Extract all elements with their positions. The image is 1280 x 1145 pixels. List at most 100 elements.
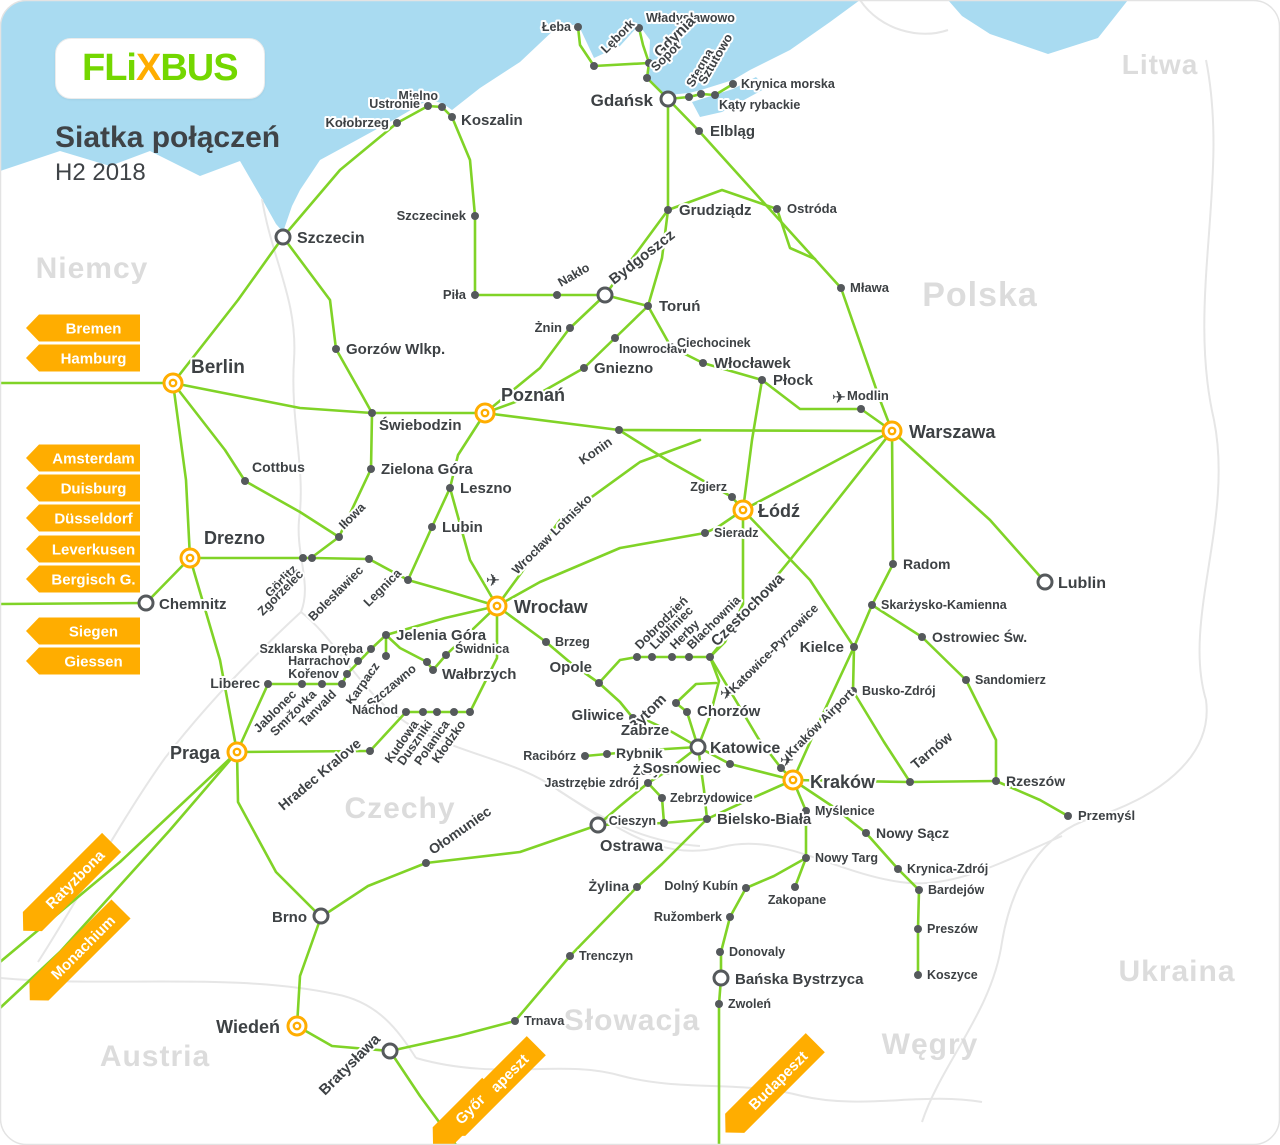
route-line [662,817,709,825]
station-nowy-sącz-label: Nowy Sącz [876,825,949,841]
station-chorzów-label: Chorzów [697,703,761,720]
station-zakopane-label: Zakopane [768,893,826,907]
route-line [603,208,670,297]
arrow-shape-icon [26,314,140,342]
station-tanvald-stop-icon [338,680,346,688]
arrow-shape-icon [725,1033,825,1133]
route-line [760,378,894,433]
station-liberec-stop-icon [264,680,272,688]
station-donovaly-stop-icon [716,948,724,956]
route-line [171,381,192,560]
station-łódź-label: Łódź [758,501,800,521]
country-label-węgry: Węgry [882,1028,979,1061]
destination-arrow-d-sseldorf: Düsseldorf [26,504,140,532]
station-jablonec-stop-icon [298,680,306,688]
station-wrocław-label: Wrocław [514,597,589,617]
station-drezno-label: Drezno [204,528,265,548]
station-busko-zdrój-label: Busko-Zdrój [862,684,936,698]
station-ostróda-label: Ostróda [787,201,838,216]
station-hradec-kralove-stop-icon [366,747,374,755]
station-ružomberk-label: Ružomberk [654,910,722,924]
station-ostróda-stop-icon [773,205,781,213]
station-bielsko-biała-label: Bielsko-Biała [717,811,812,828]
station-bańska-bystrzyca-stop-icon [712,969,730,987]
station-myślenice-stop-icon [802,807,810,815]
station-łódź-hub-center [738,505,748,515]
station-zgorzelec-stop-icon [308,554,316,562]
station-zgierz-label: Zgierz [690,480,727,494]
station-chemnitz-label: Chemnitz [159,596,227,613]
route-line [697,129,894,433]
station-brno-stop-icon [312,907,330,925]
destination-arrow-giessen: Giessen [26,647,140,675]
route-line [791,778,808,889]
country-border [921,59,1220,1123]
station-konin-stop-icon [615,426,623,434]
station-piła-stop-icon [471,291,479,299]
station-wałbrzych-stop-icon [429,666,437,674]
station-jelenia-góra-stop-icon [382,631,390,639]
route-line [741,378,764,512]
station-płock-label: Płock [773,372,814,389]
station-płock-stop-icon [758,376,766,384]
station-ustronie-label: Ustronie [369,97,420,111]
route-line [243,479,341,539]
route-line [994,779,1070,818]
station-preszów-label: Preszów [927,922,978,936]
station-wrocław-hub-center [492,601,502,611]
station-kielce-stop-icon [850,643,858,651]
station-sztutowo-stop-icon [697,90,705,98]
station-brno-label: Brno [272,909,307,926]
station-náchod-stop-icon [402,708,410,716]
station-opole-stop-icon [595,679,603,687]
station-elbląg-label: Elbląg [710,123,755,140]
station-berlin-hub-center [168,378,178,388]
station-zebrzydowice-label: Zebrzydowice [670,791,753,805]
country-border [37,611,302,963]
station-zgierz-stop-icon [728,493,736,501]
station-skarżysko-kamienna-stop-icon [868,601,876,609]
station-przemyśl-stop-icon [1064,812,1072,820]
arrow-label: Siegen [69,624,118,641]
route-line [483,293,607,415]
route-line [431,604,499,672]
station-kąty-rybackie-stop-icon [711,91,719,99]
route-line [295,1024,392,1053]
station-trnava-stop-icon [511,1017,519,1025]
route-line [666,188,779,212]
arrow-shape-icon [26,504,140,532]
station-bardejów-stop-icon [915,886,923,894]
station-lubin-stop-icon [428,523,436,531]
station-poznań-label: Poznań [501,385,565,405]
route-line [596,821,666,827]
station-radom-label: Radom [903,556,950,572]
station-náchod-label: Náchod [352,703,398,717]
station-zakopane-stop-icon [791,883,799,891]
destination-arrow-amsterdam: Amsterdam [26,444,140,472]
station-ciechocinek-stop-icon [667,343,675,351]
station-racibórz-stop-icon [581,752,589,760]
page-title: Siatka połączeń [55,121,281,154]
station-grudziądz-stop-icon [664,206,672,214]
station-rzeszów-stop-icon [992,777,1000,785]
station-leszno-stop-icon [446,484,454,492]
station-lublin-stop-icon [1036,573,1054,591]
station-ružomberk-stop-icon [726,913,734,921]
destination-arrow-siegen: Siegen [26,617,140,645]
station-myślenice-label: Myślenice [815,804,875,818]
arrow-shape-icon [22,832,122,932]
station-lębork-stop-icon [590,62,598,70]
station-tarnów-stop-icon [906,778,914,786]
station-lublin-label: Lublin [1058,575,1106,592]
route-line [235,749,372,754]
flixbus-logo: FLiXBUS [55,38,265,99]
station-kraków-label: Kraków [810,772,876,792]
station-szczawno-stop-icon [423,658,431,666]
station-władysławowo-stop-icon [635,24,643,32]
station-ostrowiec-św-label: Ostrowiec Św. [932,628,1027,645]
route-line [281,235,338,351]
station-trenczyn-label: Trenczyn [579,949,633,963]
station-koszyce-label: Koszyce [927,968,978,982]
station-ostrawa-stop-icon [589,816,607,834]
